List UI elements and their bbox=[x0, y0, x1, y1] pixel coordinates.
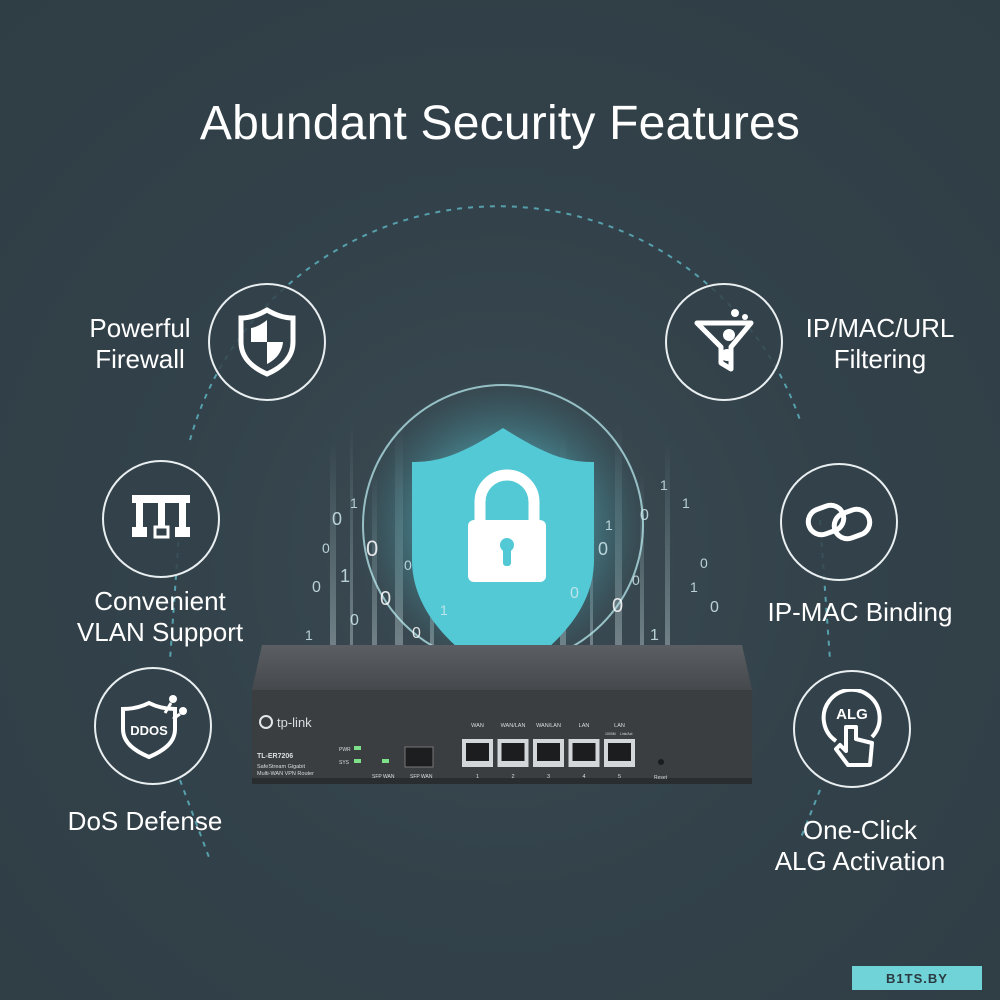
svg-text:0: 0 bbox=[332, 509, 342, 529]
svg-text:1: 1 bbox=[605, 517, 613, 533]
svg-text:0: 0 bbox=[700, 555, 708, 571]
model-label: TL-ER7206 bbox=[257, 753, 293, 760]
svg-text:1000M: 1000M bbox=[605, 732, 616, 736]
svg-text:1: 1 bbox=[340, 566, 350, 586]
port-number: 4 bbox=[582, 774, 585, 780]
svg-text:1: 1 bbox=[350, 495, 358, 511]
port-number: 5 bbox=[618, 774, 621, 780]
vlan-icon bbox=[132, 495, 190, 539]
svg-text:0: 0 bbox=[404, 557, 412, 573]
svg-text:1: 1 bbox=[440, 602, 448, 618]
svg-text:0: 0 bbox=[612, 595, 623, 617]
ethernet-port-socket bbox=[572, 743, 596, 761]
sys-led bbox=[354, 759, 361, 763]
svg-text:0: 0 bbox=[412, 625, 421, 642]
svg-text:0: 0 bbox=[710, 599, 719, 616]
svg-text:0: 0 bbox=[632, 572, 640, 588]
feature-circle-firewall bbox=[208, 283, 326, 401]
feature-label-dos: DoS Defense bbox=[67, 806, 223, 836]
svg-text:0: 0 bbox=[366, 536, 378, 561]
svg-text:1: 1 bbox=[660, 477, 668, 493]
port-number: 1 bbox=[476, 774, 479, 780]
ddos-shield-icon: DDOS bbox=[121, 695, 187, 760]
link-icon bbox=[805, 502, 873, 542]
lock-shield-icon bbox=[412, 428, 594, 680]
funnel-icon bbox=[694, 309, 754, 372]
ethernet-ports: WAN 1 WAN/LAN 2 WAN/LAN 3 LAN 4 LAN 5 bbox=[462, 723, 635, 780]
svg-text:1: 1 bbox=[682, 495, 690, 511]
alg-touch-icon: ALG bbox=[821, 689, 882, 767]
feature-circle-vlan bbox=[102, 460, 220, 578]
port-label: WAN/LAN bbox=[501, 723, 526, 729]
feature-circle-dos: DDOS bbox=[94, 667, 212, 785]
svg-text:Link/Act: Link/Act bbox=[620, 732, 632, 736]
model-desc-2: Multi-WAN VPN Router bbox=[257, 771, 314, 777]
model-desc-1: SafeStream Gigabit bbox=[257, 764, 305, 770]
svg-text:0: 0 bbox=[570, 585, 579, 602]
led-pwr-label: PWR bbox=[339, 747, 351, 753]
sfp-led-label: SFP WAN bbox=[372, 774, 395, 780]
tp-link-logo: tp-link bbox=[259, 715, 312, 730]
ethernet-port-socket bbox=[537, 743, 560, 761]
feature-label-binding: IP-MAC Binding bbox=[767, 597, 953, 627]
svg-text:1: 1 bbox=[690, 579, 698, 595]
led-sys-label: SYS bbox=[339, 760, 350, 766]
port-number: 2 bbox=[511, 774, 514, 780]
port-number: 3 bbox=[547, 774, 550, 780]
feature-circle-binding bbox=[780, 463, 898, 581]
svg-text:0: 0 bbox=[380, 588, 391, 610]
shield-icon bbox=[238, 307, 296, 377]
svg-text:0: 0 bbox=[640, 507, 649, 524]
sfp-port bbox=[404, 746, 434, 768]
sfp-port-label: SFP WAN bbox=[410, 774, 433, 780]
svg-text:ALG: ALG bbox=[836, 706, 868, 723]
svg-text:0: 0 bbox=[322, 540, 330, 556]
svg-text:tp-link: tp-link bbox=[277, 715, 312, 730]
ethernet-port-socket bbox=[608, 743, 631, 761]
port-label: WAN/LAN bbox=[536, 723, 561, 729]
port-label: LAN bbox=[579, 723, 590, 729]
svg-text:1: 1 bbox=[305, 627, 313, 643]
svg-text:0: 0 bbox=[350, 612, 359, 629]
feature-circle-filtering bbox=[665, 283, 783, 401]
reset-label: Reset bbox=[654, 775, 668, 781]
svg-text:1: 1 bbox=[650, 627, 659, 644]
svg-text:0: 0 bbox=[598, 539, 608, 559]
ethernet-port-socket bbox=[501, 743, 525, 761]
pwr-led bbox=[354, 746, 361, 750]
svg-text:0: 0 bbox=[312, 579, 321, 596]
feature-circle-alg: ALG bbox=[793, 670, 911, 788]
ethernet-port-socket bbox=[466, 743, 489, 761]
port-label: WAN bbox=[471, 723, 484, 729]
sfp-led bbox=[382, 759, 389, 763]
page-title: Abundant Security Features bbox=[199, 97, 801, 150]
svg-text:DDOS: DDOS bbox=[130, 723, 168, 738]
port-label: LAN bbox=[614, 723, 625, 729]
watermark-badge: B1TS.BY bbox=[852, 966, 982, 990]
